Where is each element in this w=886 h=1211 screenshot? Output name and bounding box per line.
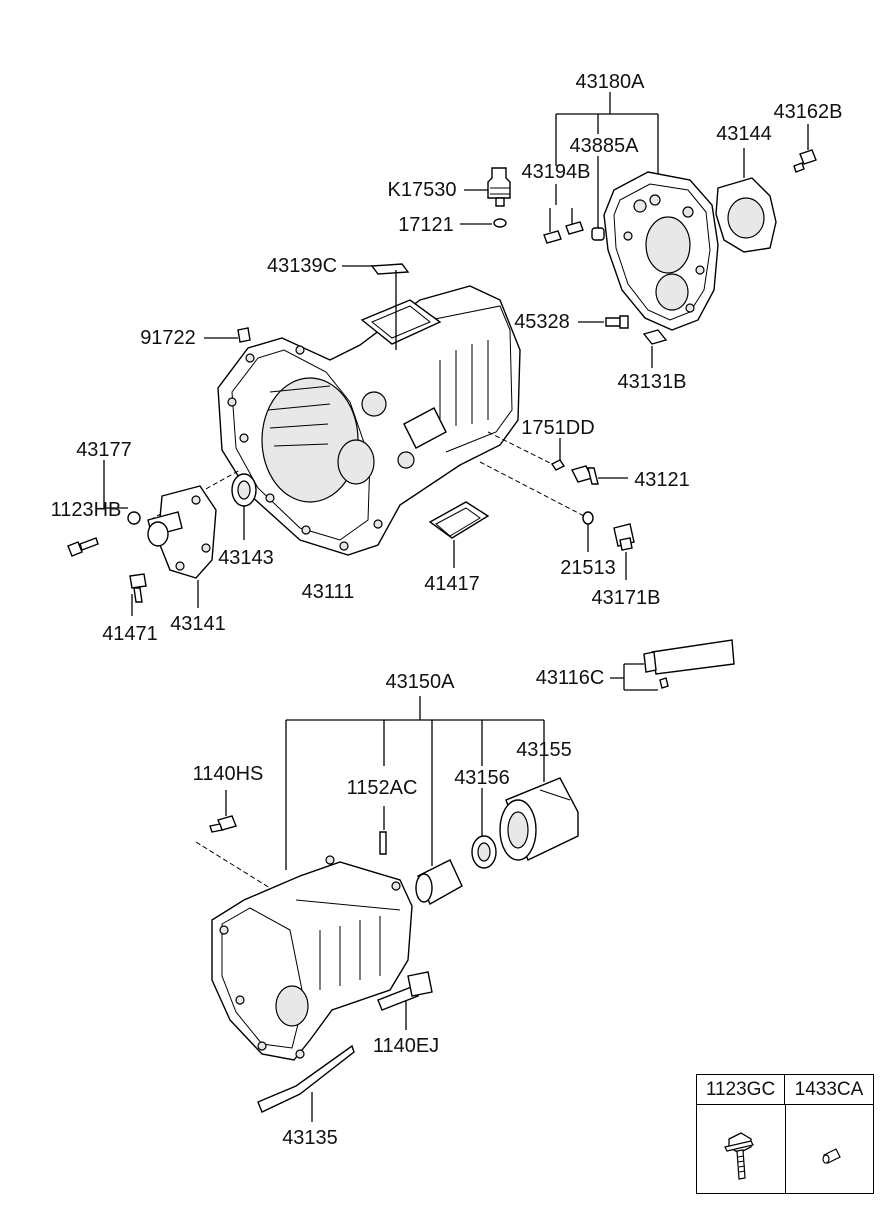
label-17121: 17121 <box>398 214 454 236</box>
label-91722: 91722 <box>140 327 196 349</box>
bolt-43162B <box>793 124 817 173</box>
label-45328: 45328 <box>514 311 570 333</box>
extension-housing-43150A <box>211 855 413 1061</box>
label-1751DD: 1751DD <box>521 417 594 439</box>
label-1123HB: 1123HB <box>51 499 122 521</box>
bolt-1123HB <box>67 460 141 557</box>
oring-21513 <box>582 511 594 525</box>
bolt-1140HS <box>209 790 237 833</box>
dowel-1152AC <box>379 806 387 855</box>
label-43156: 43156 <box>454 767 510 789</box>
label-43139C: 43139C <box>267 255 337 277</box>
label-43171B: 43171B <box>592 587 661 609</box>
pin-43885A <box>591 227 605 241</box>
label-43162B: 43162B <box>774 101 843 123</box>
label-21513: 21513 <box>560 557 616 579</box>
label-43121: 43121 <box>634 469 690 491</box>
sleeve-43155 <box>499 777 579 861</box>
rear-cover-group <box>460 92 817 368</box>
label-43131B: 43131B <box>618 371 687 393</box>
label-43177: 43177 <box>76 439 132 461</box>
dowel-pins-43194B <box>543 208 584 244</box>
label-43885A: 43885A <box>570 135 640 157</box>
plug-43121 <box>570 465 628 485</box>
clip-91722 <box>204 327 251 343</box>
hardware-legend-table: 1123GC 1433CA <box>696 1074 874 1194</box>
label-43155: 43155 <box>516 739 572 761</box>
label-43116C: 43116C <box>536 667 605 689</box>
clip-43131B <box>642 329 668 368</box>
label-43111: 43111 <box>302 581 355 603</box>
label-1140EJ: 1140EJ <box>373 1035 439 1057</box>
label-43141: 43141 <box>170 613 226 635</box>
bolt-45328 <box>578 315 629 329</box>
plug-43171B <box>613 523 635 580</box>
rear-cover-plate <box>603 171 719 331</box>
fitting-K17530 <box>487 167 511 207</box>
legend-divider <box>785 1105 786 1193</box>
bushing <box>415 859 463 905</box>
cover-41417 <box>428 501 490 568</box>
label-43150A: 43150A <box>386 671 456 693</box>
dowel-pin-icon <box>822 1148 841 1164</box>
front-retainer-43141 <box>147 485 217 608</box>
label-43135: 43135 <box>282 1127 338 1149</box>
bracket-43139C <box>342 263 410 350</box>
gasket-1751DD <box>550 459 566 471</box>
label-43180A: 43180A <box>576 71 646 93</box>
transmission-case-group <box>67 263 635 616</box>
legend-header-1123GC: 1123GC <box>697 1075 785 1105</box>
label-41471: 41471 <box>102 623 158 645</box>
seal-43156 <box>471 788 497 869</box>
callout-labels: 43180A 43885A 43194B K17530 17121 43144 … <box>51 71 843 1149</box>
bolt-1140EJ <box>377 971 433 1030</box>
label-41417: 41417 <box>424 573 480 595</box>
label-43194B: 43194B <box>522 161 591 183</box>
extension-housing-group <box>195 639 735 1122</box>
sealant-tube-43116C <box>610 639 735 691</box>
oil-seal-43143 <box>231 473 257 540</box>
lever-43135 <box>257 1044 355 1122</box>
gasket-43144 <box>715 148 777 253</box>
bolt-41471 <box>129 573 147 616</box>
label-43144: 43144 <box>716 123 772 145</box>
label-1140HS: 1140HS <box>193 763 264 785</box>
transmission-case-43111 <box>217 285 521 556</box>
legend-header-1433CA: 1433CA <box>785 1075 873 1105</box>
label-K17530: K17530 <box>388 179 457 201</box>
bolt-icon <box>724 1132 754 1180</box>
washer-17121 <box>493 218 507 228</box>
label-1152AC: 1152AC <box>347 777 418 799</box>
label-43143: 43143 <box>218 547 274 569</box>
